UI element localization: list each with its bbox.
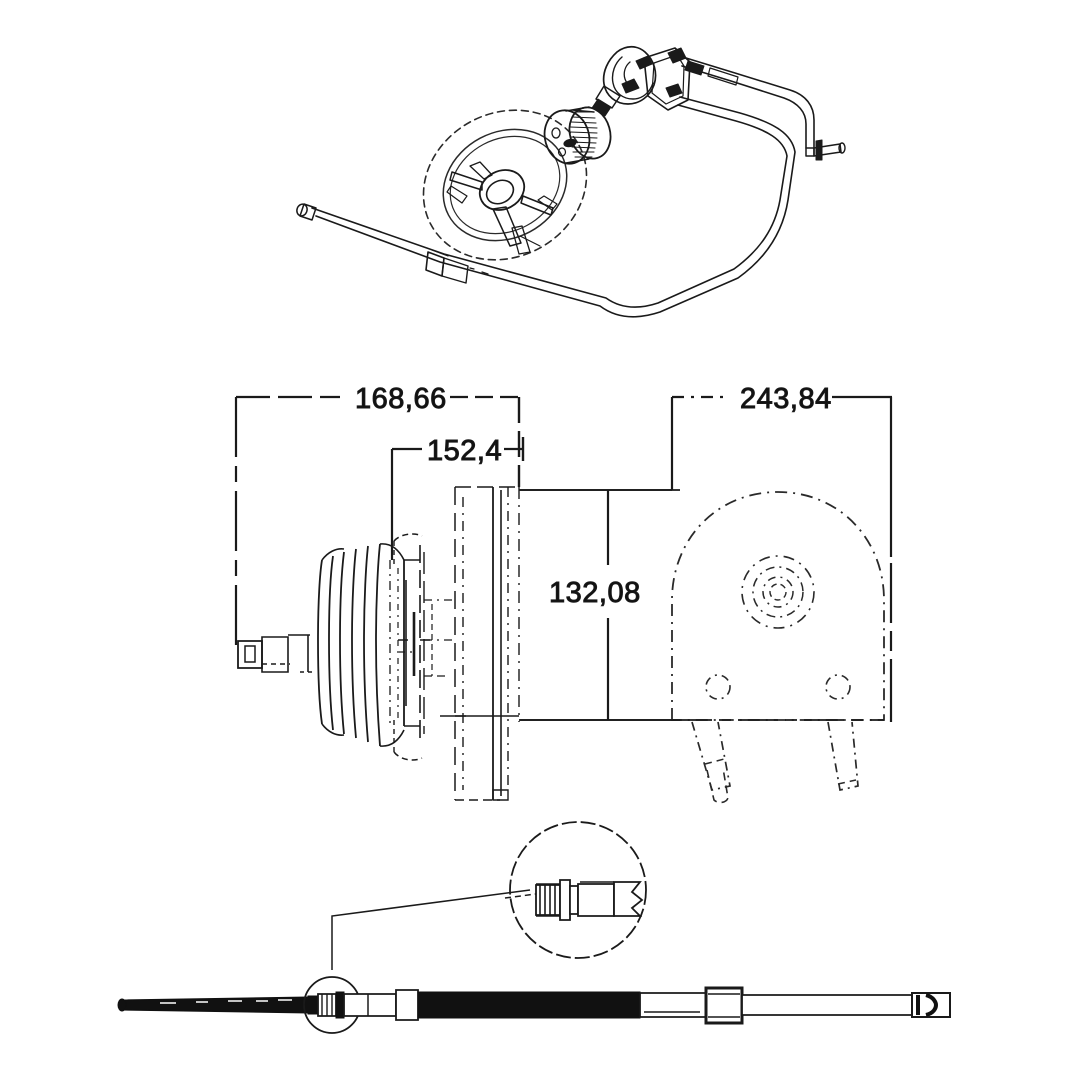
dimension-243-84: 243,84	[670, 383, 893, 722]
dimension-label-243-84: 243,84	[740, 383, 832, 415]
output-shaft	[237, 634, 312, 673]
shaft-boss	[741, 555, 815, 629]
mount-hole-right	[825, 674, 851, 700]
fitting-body	[577, 881, 644, 917]
steering-wheel	[422, 109, 588, 261]
helm-body	[519, 489, 885, 804]
cable-outlet-left	[691, 721, 731, 804]
dimension-label-132-08: 132,08	[549, 577, 641, 609]
mounting-flange	[393, 486, 520, 801]
assembly-view	[296, 45, 846, 318]
cable-lower	[296, 96, 796, 318]
detail-leader-line	[331, 889, 531, 970]
threaded-collar	[535, 879, 579, 921]
dimension-152-4: 152,4	[390, 435, 525, 560]
rotary-helm	[591, 45, 691, 117]
cable-end-fitting	[911, 992, 951, 1018]
cable-rod	[117, 996, 309, 1014]
dimension-label-168-66: 168,66	[355, 383, 447, 415]
side-view: 168,66 152,4 243,84 132,08	[234, 383, 893, 804]
mount-hole-left	[705, 674, 731, 700]
cable-assembly	[117, 976, 951, 1034]
detail-view	[504, 821, 647, 959]
detail-circle	[509, 821, 647, 959]
hex-nut	[704, 986, 744, 1025]
cable-view	[117, 821, 951, 1034]
dimension-label-152-4: 152,4	[427, 435, 502, 467]
cable-sheath	[417, 991, 641, 1019]
cable-outlet-right	[827, 721, 859, 792]
cable-upper	[681, 57, 846, 161]
threaded-barrel	[317, 543, 416, 747]
bezel-nut	[543, 106, 612, 165]
dimension-168-66: 168,66	[234, 383, 521, 650]
dimension-132-08: 132,08	[520, 489, 680, 721]
